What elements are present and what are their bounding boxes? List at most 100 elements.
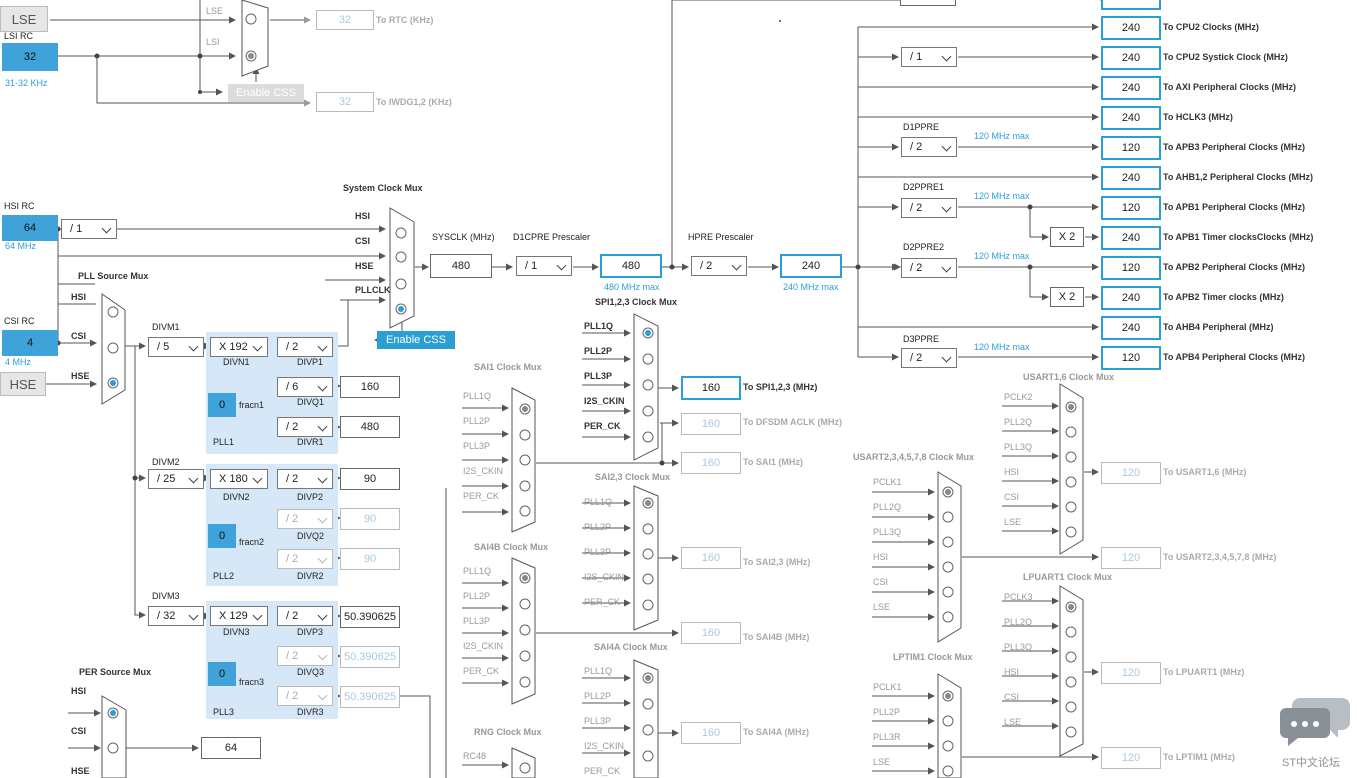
rtc-label: To RTC (KHz) (376, 15, 434, 25)
pll2-name: PLL2 (213, 571, 235, 581)
rtc-enable-css-button[interactable]: Enable CSS (228, 84, 304, 102)
rng-title: RNG Clock Mux (474, 727, 542, 737)
sai1-out-label: To SAI1 (MHz) (743, 457, 803, 467)
per-out[interactable]: 64 (201, 737, 261, 759)
pll3-divm-label: DIVM3 (152, 591, 180, 601)
usart16-out: 120 (1101, 462, 1161, 484)
lsi-title: LSI RC (4, 31, 34, 41)
hclk-value[interactable]: 240 (780, 254, 842, 278)
dfsdm-out: 160 (681, 413, 741, 435)
pll3-divm-select[interactable]: / 32 (148, 606, 204, 626)
sai4b-out: 160 (681, 622, 741, 644)
pll2-fracn[interactable]: 0 (208, 524, 236, 548)
hpre-select[interactable]: / 2 (691, 256, 747, 276)
per-in-csi: CSI (71, 726, 87, 736)
d3ppre-select[interactable]: / 2 (901, 348, 957, 368)
d1ppre-select[interactable]: / 2 (901, 137, 957, 157)
pll1-divr-select[interactable]: / 2 (277, 417, 333, 437)
apb1-value[interactable]: 120 (1101, 196, 1161, 220)
chevron-down-icon (188, 610, 199, 621)
axi-value[interactable]: 240 (1101, 76, 1161, 100)
pll1-divr-label: DIVR1 (297, 437, 324, 447)
sai23-in-4: PER_CK (584, 597, 621, 607)
usart2-out: 120 (1101, 547, 1161, 569)
pllsrc-in-csi: CSI (71, 331, 87, 341)
pll2-divn-label: DIVN2 (223, 492, 250, 502)
pll2-divq-value: / 2 (286, 513, 299, 525)
hse-source[interactable]: HSE (0, 372, 46, 396)
systick-value[interactable]: 240 (1101, 46, 1161, 70)
pll3-divr-value: / 2 (286, 690, 299, 702)
pll3-divp-select[interactable]: / 2 (277, 606, 333, 626)
sai4a-in-3: I2S_CKIN (584, 741, 625, 751)
per-in-hsi: HSI (71, 686, 87, 696)
apb3-value[interactable]: 120 (1101, 136, 1161, 160)
pll3-divn-value: X 129 (219, 610, 248, 622)
d2ppre2-select[interactable]: / 2 (901, 258, 957, 278)
lptim1-out-label: To LPTIM1 (MHz) (1163, 752, 1235, 762)
sai4a-title: SAI4A Clock Mux (594, 642, 668, 652)
hsi-divider-select[interactable]: / 1 (61, 219, 117, 239)
lsi-value[interactable]: 32 (2, 43, 58, 71)
hsi-freq: 64 MHz (5, 241, 37, 251)
d3ppre-label: D3PPRE (903, 334, 940, 344)
apb2-timer-value[interactable]: 240 (1101, 286, 1161, 310)
chevron-down-icon (188, 473, 199, 484)
d2ppre1-select[interactable]: / 2 (901, 198, 957, 218)
pll3-p-out[interactable]: 50.390625 (340, 606, 400, 628)
pll3-divr-select[interactable]: / 2 (277, 686, 333, 706)
lse-source[interactable]: LSE (0, 6, 48, 32)
sysclk-value[interactable]: 480 (430, 254, 492, 278)
pll1-q-out[interactable]: 160 (340, 376, 400, 398)
pll1-divn-select[interactable]: X 192 (210, 337, 268, 357)
pll1-fracn[interactable]: 0 (208, 393, 236, 417)
hsi-value[interactable]: 64 (2, 215, 58, 241)
pll2-divp-value: / 2 (286, 473, 299, 485)
pll2-p-out[interactable]: 90 (340, 468, 400, 490)
hclk3-value[interactable]: 240 (1101, 106, 1161, 130)
pll3-fracn[interactable]: 0 (208, 662, 236, 686)
d1cpre-select[interactable]: / 1 (516, 256, 572, 276)
sai23-out-label: To SAI2,3 (MHz) (743, 557, 811, 567)
pll1-r-out[interactable]: 480 (340, 416, 400, 438)
pll3-divn-select[interactable]: X 129 (210, 606, 268, 626)
d2ppre2-value: / 2 (910, 262, 923, 274)
systick-select[interactable]: / 1 (901, 47, 957, 67)
sai4b-in-3: I2S_CKIN (463, 641, 504, 651)
lptim1-in-1: PLL2P (873, 707, 901, 717)
chevron-down-icon (317, 473, 328, 484)
pll1-divp-select[interactable]: / 2 (277, 337, 333, 357)
apb2-value[interactable]: 120 (1101, 256, 1161, 280)
watermark-text: ST中文论坛 (1282, 757, 1341, 769)
pll1-divm-select[interactable]: / 5 (148, 337, 204, 357)
apb4-value[interactable]: 120 (1101, 346, 1161, 370)
cpu2-value[interactable]: 240 (1101, 16, 1161, 40)
usart16-in-4: CSI (1004, 492, 1020, 502)
pll3-divp-value: / 2 (286, 610, 299, 622)
pll1-divq-select[interactable]: / 6 (277, 377, 333, 397)
chevron-down-icon (941, 262, 952, 273)
ahb4-value[interactable]: 240 (1101, 316, 1161, 340)
chevron-down-icon (252, 610, 263, 621)
lptim1-in-0: PCLK1 (873, 682, 902, 692)
pll1-divr-value: / 2 (286, 421, 299, 433)
d3ppre-value: / 2 (910, 352, 923, 364)
lpuart1-in-1: PLL2Q (1004, 617, 1033, 627)
hsi-title: HSI RC (4, 201, 35, 211)
pll3-divq-select[interactable]: / 2 (277, 646, 333, 666)
csi-value[interactable]: 4 (2, 330, 58, 356)
pll3-r-out: 50.390625 (340, 686, 400, 708)
pll2-divn-select[interactable]: X 180 (210, 469, 268, 489)
pll2-divq-select[interactable]: / 2 (277, 509, 333, 529)
cpu-clock-value[interactable]: 480 (600, 254, 662, 278)
pll2-divm-select[interactable]: / 25 (148, 469, 204, 489)
ahb12-value[interactable]: 240 (1101, 166, 1161, 190)
sai23-in-1: PLL2P (584, 522, 612, 532)
pll2-divr-select[interactable]: / 2 (277, 549, 333, 569)
enable-css-button[interactable]: Enable CSS (377, 331, 455, 349)
chevron-down-icon (941, 51, 952, 62)
pll2-divp-select[interactable]: / 2 (277, 469, 333, 489)
apb1-timer-value[interactable]: 240 (1101, 226, 1161, 250)
spi-out[interactable]: 160 (681, 376, 741, 400)
